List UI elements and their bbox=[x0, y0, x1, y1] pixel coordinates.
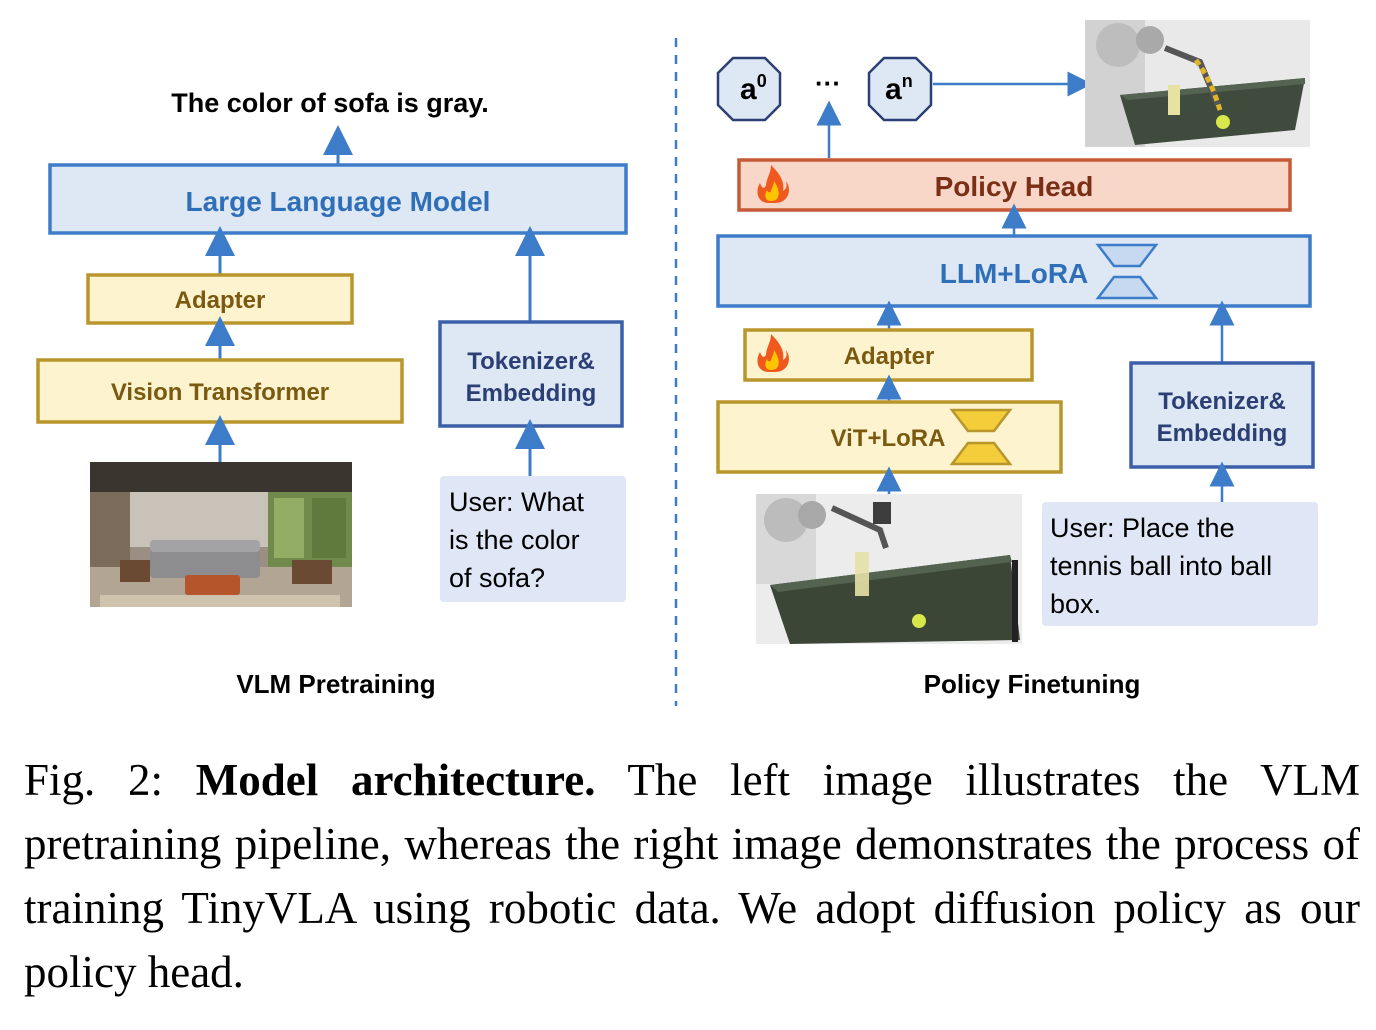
user-prompt-right-line1: User: Place the bbox=[1050, 513, 1235, 543]
llm-lora-box: LLM+LoRA bbox=[716, 234, 1312, 308]
user-prompt-right-line2: tennis ball into ball bbox=[1050, 551, 1272, 581]
user-prompt-box-right: User: Place the tennis ball into ball bo… bbox=[1042, 502, 1318, 626]
fire-icon bbox=[757, 334, 789, 372]
lora-icon bbox=[1095, 243, 1159, 300]
lora-icon bbox=[949, 408, 1013, 466]
user-prompt-line1: User: What bbox=[449, 487, 585, 517]
living-room-image bbox=[90, 462, 352, 607]
action-first-sup: 0 bbox=[757, 71, 767, 91]
adapter-label-right: Adapter bbox=[844, 343, 935, 370]
policy-head-label: Policy Head bbox=[935, 171, 1094, 202]
vit-lora-box: ViT+LoRA bbox=[716, 400, 1063, 474]
action-token-first: a0 bbox=[716, 56, 782, 122]
vit-label: Vision Transformer bbox=[111, 379, 329, 406]
svg-text:a0: a0 bbox=[740, 71, 767, 106]
policy-head-box: Policy Head bbox=[737, 158, 1292, 212]
action-dots: ··· bbox=[815, 68, 841, 98]
user-prompt-line3: of sofa? bbox=[449, 563, 545, 593]
llm-box: Large Language Model bbox=[48, 163, 628, 235]
tokenizer-line1: Tokenizer& bbox=[467, 348, 595, 375]
user-prompt-right-line3: box. bbox=[1050, 589, 1101, 619]
user-prompt-box: User: What is the color of sofa? bbox=[440, 476, 626, 602]
adapter-box: Adapter bbox=[86, 273, 354, 325]
tokenizer-right-line1: Tokenizer& bbox=[1158, 388, 1286, 415]
user-prompt-line2: is the color bbox=[449, 525, 580, 555]
caption-text: The left image illustrates the VLM pretr… bbox=[24, 755, 1361, 997]
tokenizer-right-line2: Embedding bbox=[1157, 420, 1288, 447]
svg-text:an: an bbox=[885, 71, 913, 106]
tokenizer-embedding-box-right: Tokenizer& Embedding bbox=[1129, 361, 1315, 469]
action-last-base: a bbox=[885, 73, 902, 106]
adapter-label: Adapter bbox=[175, 287, 266, 314]
action-last-sup: n bbox=[902, 71, 913, 91]
tokenizer-line2: Embedding bbox=[466, 380, 597, 407]
vlm-pretraining-title: VLM Pretraining bbox=[236, 669, 435, 699]
adapter-box-right: Adapter bbox=[743, 328, 1034, 382]
vit-lora-label: ViT+LoRA bbox=[831, 425, 946, 452]
caption-bold: Model architecture. bbox=[195, 755, 596, 805]
llm-lora-label: LLM+LoRA bbox=[940, 258, 1089, 289]
figure-caption: Fig. 2: Model architecture. The left ima… bbox=[24, 748, 1360, 1004]
llm-label: Large Language Model bbox=[186, 186, 491, 217]
robot-output-image bbox=[1085, 20, 1310, 147]
policy-finetuning-title: Policy Finetuning bbox=[924, 669, 1141, 699]
vit-box: Vision Transformer bbox=[36, 358, 404, 424]
action-first-base: a bbox=[740, 73, 757, 106]
tokenizer-embedding-box: Tokenizer& Embedding bbox=[438, 320, 624, 428]
fire-icon bbox=[757, 165, 789, 203]
output-text: The color of sofa is gray. bbox=[171, 88, 489, 118]
robot-input-image bbox=[756, 494, 1022, 644]
caption-fig-label: Fig. 2: bbox=[24, 755, 164, 805]
action-token-last: an bbox=[867, 56, 933, 122]
